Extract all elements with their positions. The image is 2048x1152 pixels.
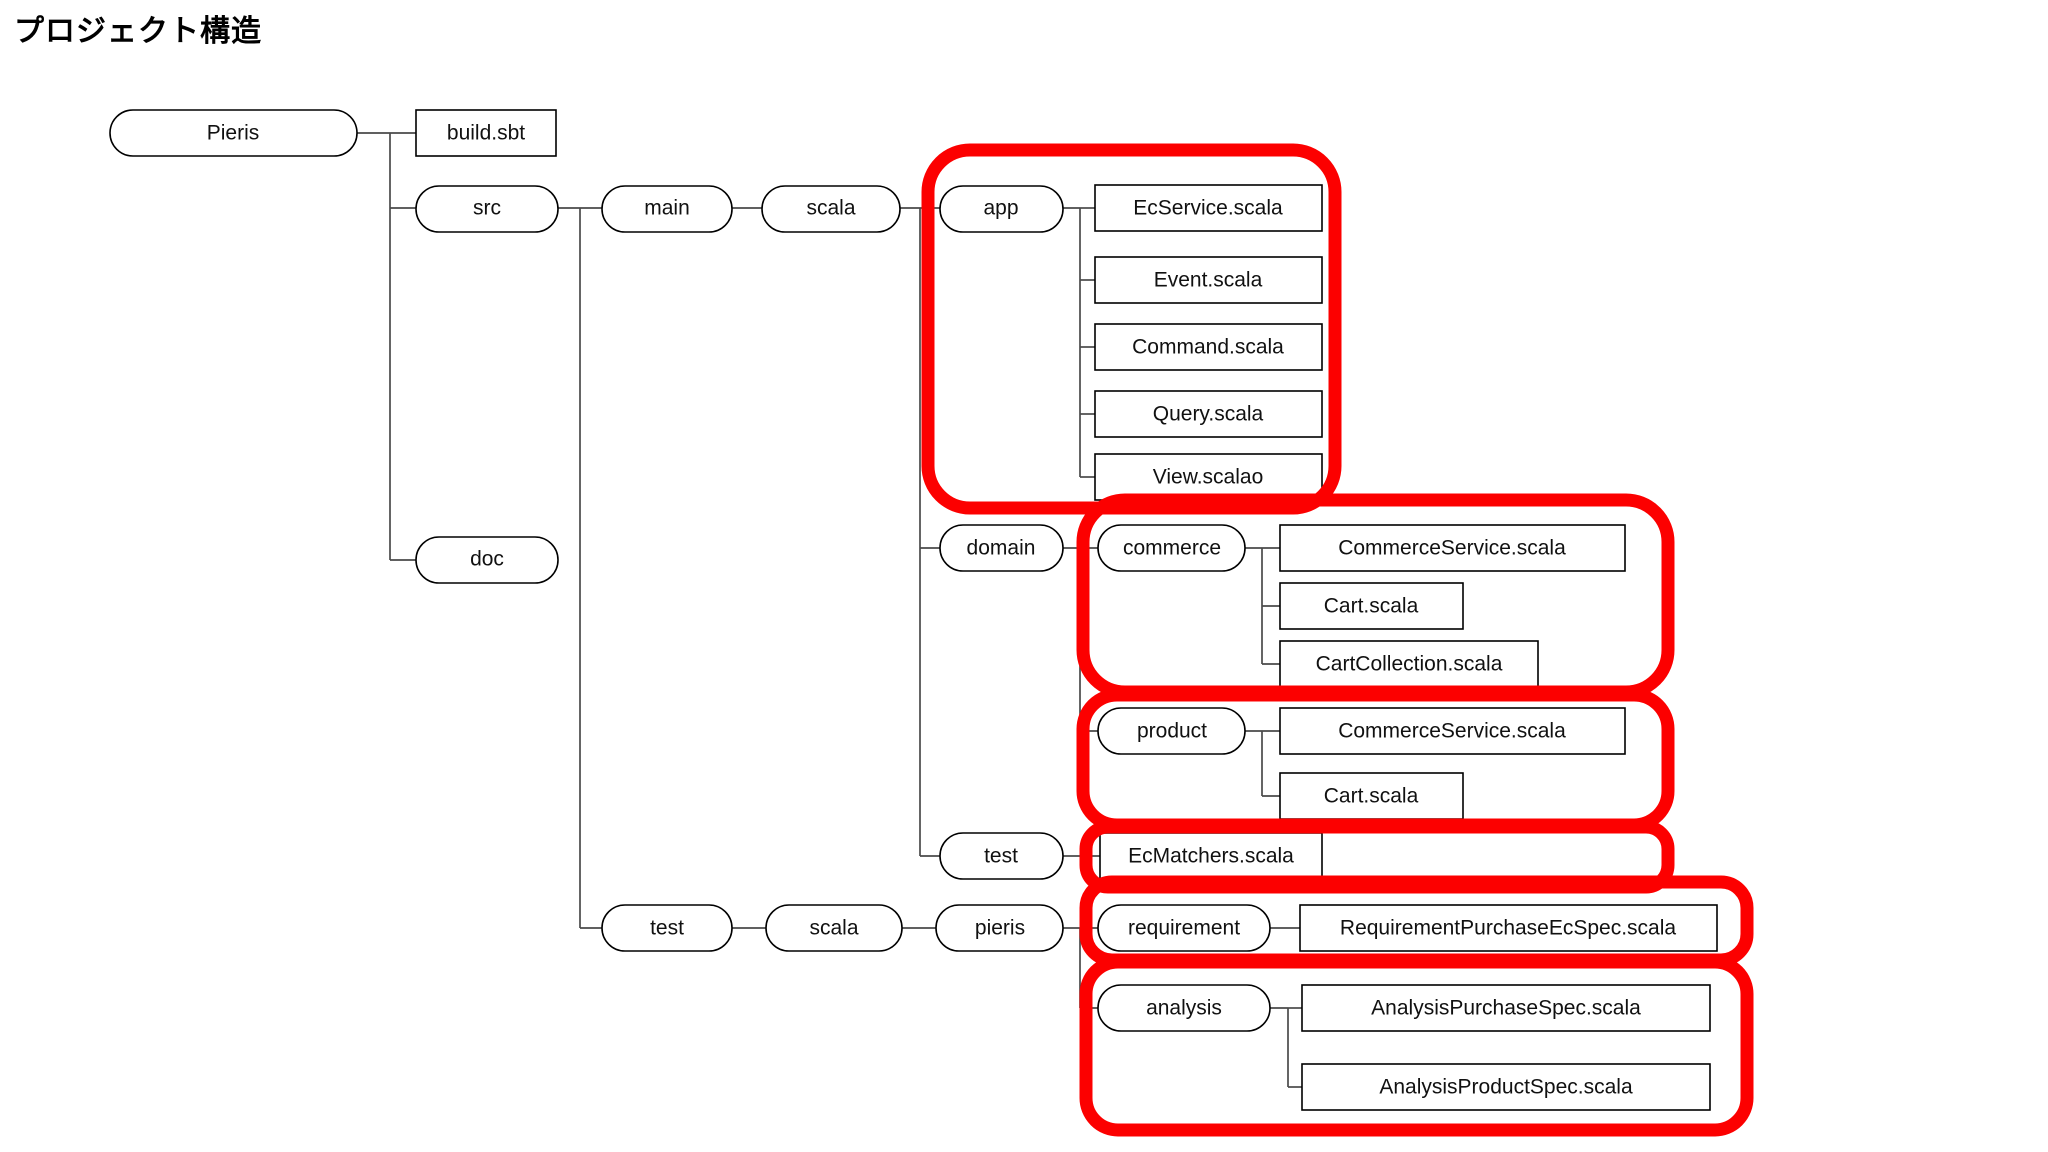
- node-test-root-shape: [601, 904, 733, 952]
- node-scala-main[interactable]: scala: [761, 185, 901, 233]
- highlight-analysis-group: [1079, 955, 1754, 1137]
- node-requirement-spec[interactable]: RequirementPurchaseEcSpec.scala: [1299, 904, 1718, 952]
- node-analysis-product-spec-shape: [1301, 1063, 1711, 1111]
- node-analysis-label: analysis: [1146, 997, 1222, 1020]
- node-build-sbt-shape: [415, 109, 557, 157]
- node-analysis-product-spec[interactable]: AnalysisProductSpec.scala: [1301, 1063, 1711, 1111]
- node-ec-service-shape: [1094, 184, 1323, 232]
- node-test-src-label: test: [984, 845, 1018, 868]
- node-ec-service-label: EcService.scala: [1133, 197, 1283, 220]
- node-ec-service[interactable]: EcService.scala: [1094, 184, 1323, 232]
- node-requirement-spec-label: RequirementPurchaseEcSpec.scala: [1340, 917, 1676, 940]
- node-domain[interactable]: domain: [939, 524, 1064, 572]
- node-src[interactable]: src: [415, 185, 559, 233]
- node-domain-shape: [939, 524, 1064, 572]
- node-commerce[interactable]: commerce: [1097, 524, 1246, 572]
- highlight-groups: [921, 143, 1754, 1137]
- node-cart-2[interactable]: Cart.scala: [1279, 772, 1464, 820]
- node-commerce-service-2-shape: [1279, 707, 1626, 755]
- node-pieris-label: Pieris: [207, 122, 260, 145]
- node-commerce-shape: [1097, 524, 1246, 572]
- node-view-shape: [1094, 453, 1323, 501]
- node-app-label: app: [983, 197, 1018, 220]
- node-pieris-pkg[interactable]: pieris: [935, 904, 1064, 952]
- node-event[interactable]: Event.scala: [1094, 256, 1323, 304]
- node-build-sbt[interactable]: build.sbt: [415, 109, 557, 157]
- node-test-root-label: test: [650, 917, 684, 940]
- node-view[interactable]: View.scalao: [1094, 453, 1323, 501]
- node-product-label: product: [1137, 720, 1207, 743]
- node-app[interactable]: app: [939, 185, 1064, 233]
- node-scala-test-label: scala: [809, 917, 858, 940]
- node-scala-test-shape: [765, 904, 903, 952]
- node-ec-matchers-label: EcMatchers.scala: [1128, 845, 1294, 868]
- node-main-shape: [601, 185, 733, 233]
- node-commerce-service-2[interactable]: CommerceService.scala: [1279, 707, 1626, 755]
- node-command-label: Command.scala: [1132, 336, 1284, 359]
- node-test-src[interactable]: test: [939, 832, 1064, 880]
- node-test-root[interactable]: test: [601, 904, 733, 952]
- node-cart-1-label: Cart.scala: [1324, 595, 1419, 618]
- node-cart-1-shape: [1279, 582, 1464, 630]
- node-event-shape: [1094, 256, 1323, 304]
- node-cart-collection-label: CartCollection.scala: [1316, 653, 1503, 676]
- node-requirement-shape: [1097, 904, 1271, 952]
- highlight-app-group: [921, 143, 1342, 515]
- node-src-shape: [415, 185, 559, 233]
- node-requirement[interactable]: requirement: [1097, 904, 1271, 952]
- node-commerce-service-1-label: CommerceService.scala: [1338, 537, 1566, 560]
- node-analysis-purchase-spec[interactable]: AnalysisPurchaseSpec.scala: [1301, 984, 1711, 1032]
- node-requirement-spec-shape: [1299, 904, 1718, 952]
- node-cart-1[interactable]: Cart.scala: [1279, 582, 1464, 630]
- node-commerce-service-2-label: CommerceService.scala: [1338, 720, 1566, 743]
- node-scala-main-shape: [761, 185, 901, 233]
- node-analysis-shape: [1097, 984, 1271, 1032]
- node-product-shape: [1097, 707, 1246, 755]
- node-ec-matchers[interactable]: EcMatchers.scala: [1099, 832, 1323, 880]
- node-doc-label: doc: [470, 548, 504, 571]
- node-analysis-product-spec-label: AnalysisProductSpec.scala: [1379, 1076, 1633, 1099]
- node-query[interactable]: Query.scala: [1094, 390, 1323, 438]
- node-query-label: Query.scala: [1153, 403, 1264, 426]
- node-analysis-purchase-spec-label: AnalysisPurchaseSpec.scala: [1371, 997, 1641, 1020]
- node-cart-2-label: Cart.scala: [1324, 785, 1419, 808]
- node-view-label: View.scalao: [1153, 466, 1264, 489]
- node-command[interactable]: Command.scala: [1094, 323, 1323, 371]
- node-pieris-pkg-shape: [935, 904, 1064, 952]
- node-query-shape: [1094, 390, 1323, 438]
- node-product[interactable]: product: [1097, 707, 1246, 755]
- node-doc-shape: [415, 536, 559, 584]
- node-commerce-service-1[interactable]: CommerceService.scala: [1279, 524, 1626, 572]
- node-doc[interactable]: doc: [415, 536, 559, 584]
- node-domain-label: domain: [967, 537, 1036, 560]
- node-analysis-purchase-spec-shape: [1301, 984, 1711, 1032]
- node-event-label: Event.scala: [1154, 269, 1263, 292]
- node-app-shape: [939, 185, 1064, 233]
- page-title: プロジェクト構造: [14, 15, 262, 48]
- node-cart-collection-shape: [1279, 640, 1539, 688]
- node-requirement-label: requirement: [1128, 917, 1240, 940]
- node-command-shape: [1094, 323, 1323, 371]
- node-scala-test[interactable]: scala: [765, 904, 903, 952]
- node-build-sbt-label: build.sbt: [447, 122, 525, 145]
- node-scala-main-label: scala: [806, 197, 855, 220]
- node-cart-collection[interactable]: CartCollection.scala: [1279, 640, 1539, 688]
- node-test-src-shape: [939, 832, 1064, 880]
- node-commerce-service-1-shape: [1279, 524, 1626, 572]
- node-analysis[interactable]: analysis: [1097, 984, 1271, 1032]
- node-src-label: src: [473, 197, 501, 220]
- node-main[interactable]: main: [601, 185, 733, 233]
- node-cart-2-shape: [1279, 772, 1464, 820]
- node-pieris[interactable]: Pieris: [109, 109, 358, 157]
- node-pieris-pkg-label: pieris: [975, 917, 1025, 940]
- node-commerce-label: commerce: [1123, 537, 1221, 560]
- node-main-label: main: [644, 197, 690, 220]
- node-pieris-shape: [109, 109, 358, 157]
